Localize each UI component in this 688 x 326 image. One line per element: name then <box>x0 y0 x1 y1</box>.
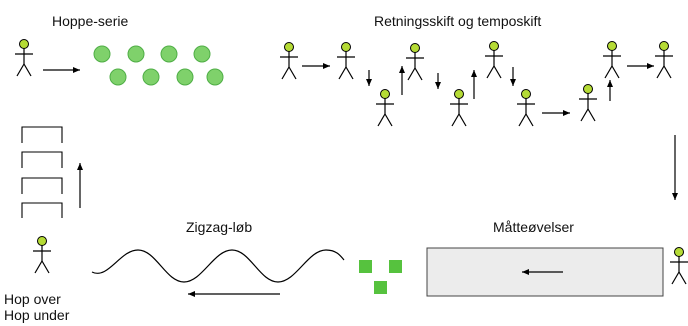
jump-circle <box>93 45 111 63</box>
label-hop-under: Hop under <box>4 307 70 323</box>
cone-squares <box>359 260 402 294</box>
maatte-station <box>426 246 688 297</box>
hoppe-serie-station <box>14 38 224 86</box>
label-zigzag: Zigzag-løb <box>186 219 253 235</box>
person-figure <box>449 88 469 127</box>
person-figure <box>602 40 622 79</box>
person-figure <box>279 41 299 80</box>
jump-circle <box>193 45 211 63</box>
person-figure <box>32 235 52 274</box>
hurdle <box>21 202 63 218</box>
hurdle <box>21 177 63 194</box>
zigzag-station <box>91 249 345 297</box>
person-figure <box>654 40 674 79</box>
jump-circles <box>93 45 224 86</box>
person-figure <box>578 83 598 122</box>
jump-circle <box>142 68 160 86</box>
person-figure <box>375 88 395 127</box>
cone-square <box>389 260 402 273</box>
hurdle <box>21 126 63 143</box>
person-figure <box>484 40 504 79</box>
person-figure <box>516 88 536 127</box>
cone-square <box>359 260 372 273</box>
jump-circle <box>176 68 194 86</box>
jump-circle <box>206 68 224 86</box>
person-figure <box>669 246 688 285</box>
hurdle <box>21 151 63 168</box>
jump-circle <box>160 45 178 63</box>
person-figure <box>14 38 34 77</box>
jump-circle <box>127 45 145 63</box>
label-hop-over: Hop over <box>4 291 61 307</box>
person-figure <box>405 42 425 81</box>
zigzag-path <box>91 249 345 283</box>
retningsskift-station <box>279 40 674 127</box>
person-figure <box>336 41 356 80</box>
label-retningsskift: Retningsskift og temposkift <box>374 13 542 29</box>
hurdles-station <box>21 126 83 274</box>
label-maatteovelser: Måtteøvelser <box>493 219 574 235</box>
jump-circle <box>109 68 127 86</box>
cone-square <box>374 281 387 294</box>
label-hoppe-serie: Hoppe-serie <box>52 13 129 29</box>
